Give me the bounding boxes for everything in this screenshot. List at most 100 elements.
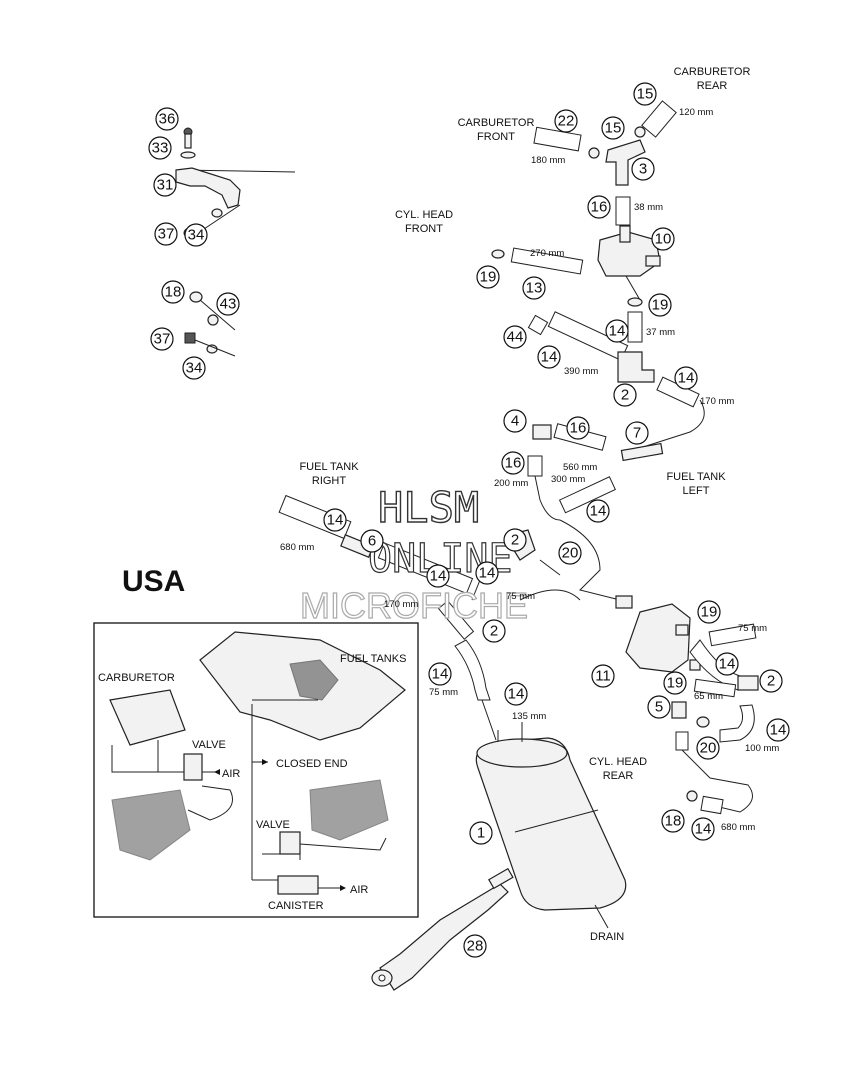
svg-text:2: 2 xyxy=(511,532,519,549)
inset-carburetor: CARBURETOR xyxy=(98,672,175,684)
callout-28: 28 xyxy=(463,934,487,958)
callout-34: 34 xyxy=(182,356,206,380)
svg-text:28: 28 xyxy=(467,938,484,955)
svg-text:2: 2 xyxy=(767,673,775,690)
usa-inset xyxy=(93,622,419,918)
callout-2: 2 xyxy=(503,528,527,552)
watermark: HLSM ONLINE MICROFICHE xyxy=(299,482,528,626)
callout-19: 19 xyxy=(663,671,687,695)
callout-14: 14 xyxy=(674,366,698,390)
length-37: 37 mm xyxy=(646,327,675,338)
svg-text:14: 14 xyxy=(590,503,607,520)
svg-text:31: 31 xyxy=(157,177,174,194)
drain-hose xyxy=(371,867,514,991)
length-560: 560 mm xyxy=(563,462,597,473)
callout-18: 18 xyxy=(661,809,685,833)
callout-11: 11 xyxy=(591,664,615,688)
callout-14: 14 xyxy=(428,662,452,686)
inset-arrows xyxy=(214,759,346,891)
region-label: USA xyxy=(122,565,185,598)
callout-19: 19 xyxy=(697,600,721,624)
svg-text:14: 14 xyxy=(541,349,558,366)
length-170b: 170 mm xyxy=(384,599,418,610)
label-drain: DRAIN xyxy=(590,931,624,943)
length-180: 180 mm xyxy=(531,155,565,166)
length-120: 120 mm xyxy=(679,107,713,118)
inset-labels: CARBURETOR FUEL TANKS VALVE AIR CLOSED E… xyxy=(98,653,406,912)
length-38: 38 mm xyxy=(634,202,663,213)
callout-10: 10 xyxy=(651,227,675,251)
callout-14: 14 xyxy=(605,319,629,343)
svg-text:10: 10 xyxy=(655,231,672,248)
length-170a: 170 mm xyxy=(700,396,734,407)
watermark-line1: HLSM xyxy=(378,483,479,532)
svg-text:18: 18 xyxy=(665,813,682,830)
carburetor-hoses xyxy=(491,100,677,343)
svg-text:14: 14 xyxy=(432,666,449,683)
callout-6: 6 xyxy=(360,529,384,553)
svg-text:14: 14 xyxy=(770,722,787,739)
callout-14: 14 xyxy=(537,345,561,369)
callout-14: 14 xyxy=(504,682,528,706)
callout-2: 2 xyxy=(482,619,506,643)
callout-16: 16 xyxy=(587,195,611,219)
callout-14: 14 xyxy=(691,817,715,841)
length-75b: 75 mm xyxy=(429,687,458,698)
callout-34: 34 xyxy=(184,223,208,247)
svg-text:19: 19 xyxy=(652,297,669,314)
svg-text:19: 19 xyxy=(480,269,497,286)
watermark-line3: MICROFICHE xyxy=(300,585,528,626)
svg-text:4: 4 xyxy=(511,413,519,430)
length-100: 100 mm xyxy=(745,743,779,754)
inset-valve-top: VALVE xyxy=(192,739,226,751)
svg-text:34: 34 xyxy=(186,360,203,377)
length-75c: 75 mm xyxy=(738,623,767,634)
svg-text:20: 20 xyxy=(700,740,717,757)
svg-text:2: 2 xyxy=(621,387,629,404)
length-680a: 680 mm xyxy=(280,542,314,553)
svg-text:20: 20 xyxy=(562,545,579,562)
svg-text:5: 5 xyxy=(655,699,663,716)
callout-14: 14 xyxy=(426,564,450,588)
callout-16: 16 xyxy=(501,451,525,475)
svg-text:14: 14 xyxy=(719,656,736,673)
callout-15: 15 xyxy=(601,116,625,140)
svg-text:18: 18 xyxy=(165,284,182,301)
length-labels: 120 mm 180 mm 38 mm 270 mm 37 mm 390 mm … xyxy=(280,107,779,833)
svg-text:14: 14 xyxy=(430,568,447,585)
callout-36: 36 xyxy=(155,107,179,131)
callout-20: 20 xyxy=(558,541,582,565)
callout-2: 2 xyxy=(613,383,637,407)
inset-air-top: AIR xyxy=(222,768,240,780)
svg-text:36: 36 xyxy=(159,111,176,128)
callout-2: 2 xyxy=(759,669,783,693)
svg-text:15: 15 xyxy=(605,120,622,137)
svg-text:14: 14 xyxy=(327,512,344,529)
length-135: 135 mm xyxy=(512,711,546,722)
svg-text:15: 15 xyxy=(637,86,654,103)
inset-air-bottom: AIR xyxy=(350,884,368,896)
length-680b: 680 mm xyxy=(721,822,755,833)
callout-37: 37 xyxy=(154,222,178,246)
inset-fuel-tanks: FUEL TANKS xyxy=(340,653,406,665)
callout-5: 5 xyxy=(647,695,671,719)
callout-7: 7 xyxy=(625,421,649,445)
callout-20: 20 xyxy=(696,736,720,760)
inset-valve-bottom: VALVE xyxy=(256,819,290,831)
svg-text:3: 3 xyxy=(639,161,647,178)
length-200: 200 mm xyxy=(494,478,528,489)
callout-13: 13 xyxy=(522,276,546,300)
callout-22: 22 xyxy=(554,109,578,133)
svg-text:43: 43 xyxy=(220,296,237,313)
callout-15: 15 xyxy=(633,82,657,106)
callout-43: 43 xyxy=(216,292,240,316)
svg-text:19: 19 xyxy=(667,675,684,692)
svg-text:37: 37 xyxy=(154,331,171,348)
callout-33: 33 xyxy=(148,136,172,160)
svg-text:22: 22 xyxy=(558,113,575,130)
